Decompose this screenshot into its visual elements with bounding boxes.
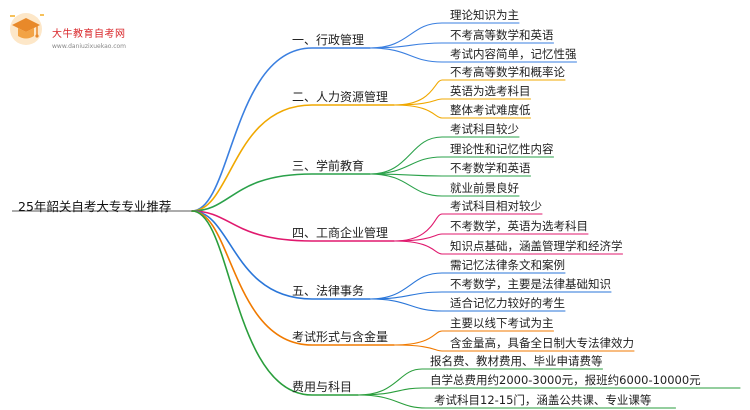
branch-link-7 — [191, 210, 359, 396]
branch-7-label: 费用与科目 — [292, 380, 353, 394]
branch-5-item-2: 不考数学，主要是法律基础知识 — [450, 277, 611, 291]
branch-4-item-3: 知识点基础，涵盖管理学和经济学 — [450, 239, 623, 253]
branch-link-6 — [191, 210, 395, 346]
leaf-link-3-1 — [369, 136, 520, 175]
branch-6-item-1: 主要以线下考试为主 — [450, 316, 554, 330]
branch-1-item-1: 理论知识为主 — [450, 8, 519, 22]
branch-7-item-2: 自学总费用约2000-3000元，报班约6000-10000元 — [430, 373, 701, 387]
leaf-link-7-1 — [357, 368, 604, 396]
branch-6-label: 考试形式与含金量 — [292, 330, 389, 344]
leaf-link-6-1 — [393, 330, 555, 346]
branch-3-item-2: 理论性和记忆性内容 — [450, 142, 554, 156]
branch-link-4 — [191, 210, 395, 242]
branch-3-item-3: 不考数学和英语 — [450, 161, 531, 175]
branch-link-1 — [191, 47, 371, 212]
branch-4-item-2: 不考数学，英语为选考科目 — [450, 219, 588, 233]
branch-2-item-3: 整体考试难度低 — [450, 103, 531, 117]
leaf-link-2-1 — [393, 79, 566, 106]
branch-5-item-1: 需记忆法律条文和案例 — [450, 258, 565, 272]
brand-logo: 大牛教育自考网 www.daniuzixuekao.com — [4, 5, 164, 50]
branch-5-label: 五、法律事务 — [292, 284, 365, 298]
leaf-link-1-3 — [369, 47, 578, 63]
branch-link-5 — [191, 210, 371, 300]
leaf-link-2-2 — [393, 98, 532, 106]
leaf-link-1-1 — [369, 22, 520, 49]
leaf-link-3-3 — [369, 173, 532, 177]
branch-2-item-1: 不考高等数学和概率论 — [450, 65, 565, 79]
branch-3-label: 三、学前教育 — [292, 159, 365, 173]
branch-2-item-2: 英语为选考科目 — [450, 84, 531, 98]
branch-6-item-2: 含金量高，具备全日制大专法律效力 — [450, 336, 634, 350]
leaf-link-4-2 — [393, 233, 589, 242]
branch-4-item-1: 考试科目相对较少 — [450, 199, 542, 213]
branch-1-item-3: 考试内容简单，记忆性强 — [450, 47, 577, 61]
leaf-link-5-2 — [369, 291, 612, 300]
leaf-link-5-1 — [369, 272, 566, 300]
branch-5-item-3: 适合记忆力较好的考生 — [450, 296, 565, 310]
leaf-link-7-3 — [357, 394, 677, 409]
graduation-cap-icon — [10, 13, 44, 45]
leaf-link-3-4 — [369, 173, 520, 197]
branch-2-label: 二、人力资源管理 — [292, 90, 389, 104]
branch-7-item-3: 考试科目12-15门，涵盖公共课、专业课等 — [434, 393, 652, 407]
brand-url: www.daniuzixuekao.com — [52, 43, 127, 50]
leaf-link-7-2 — [357, 387, 741, 396]
branch-3-item-4: 就业前景良好 — [450, 181, 519, 195]
branch-link-3 — [191, 173, 371, 212]
leaf-link-1-2 — [369, 42, 555, 49]
branch-1-label: 一、行政管理 — [292, 33, 365, 47]
branch-link-2 — [191, 104, 395, 212]
branch-1-item-2: 不考高等数学和英语 — [450, 28, 554, 42]
leaf-link-2-3 — [393, 104, 532, 119]
leaf-link-4-1 — [393, 213, 543, 242]
branch-3-item-1: 考试科目较少 — [450, 122, 519, 136]
leaf-link-6-2 — [393, 344, 635, 352]
branch-7-item-1: 报名费、教材费用、毕业申请费等 — [430, 354, 603, 368]
leaf-link-3-2 — [369, 156, 555, 175]
root-topic: 25年韶关自考大专专业推荐 — [18, 199, 172, 214]
brand-name: 大牛教育自考网 — [52, 29, 126, 40]
branch-4-label: 四、工商企业管理 — [292, 226, 389, 240]
leaf-link-5-3 — [369, 298, 566, 312]
leaf-link-4-3 — [393, 240, 624, 255]
